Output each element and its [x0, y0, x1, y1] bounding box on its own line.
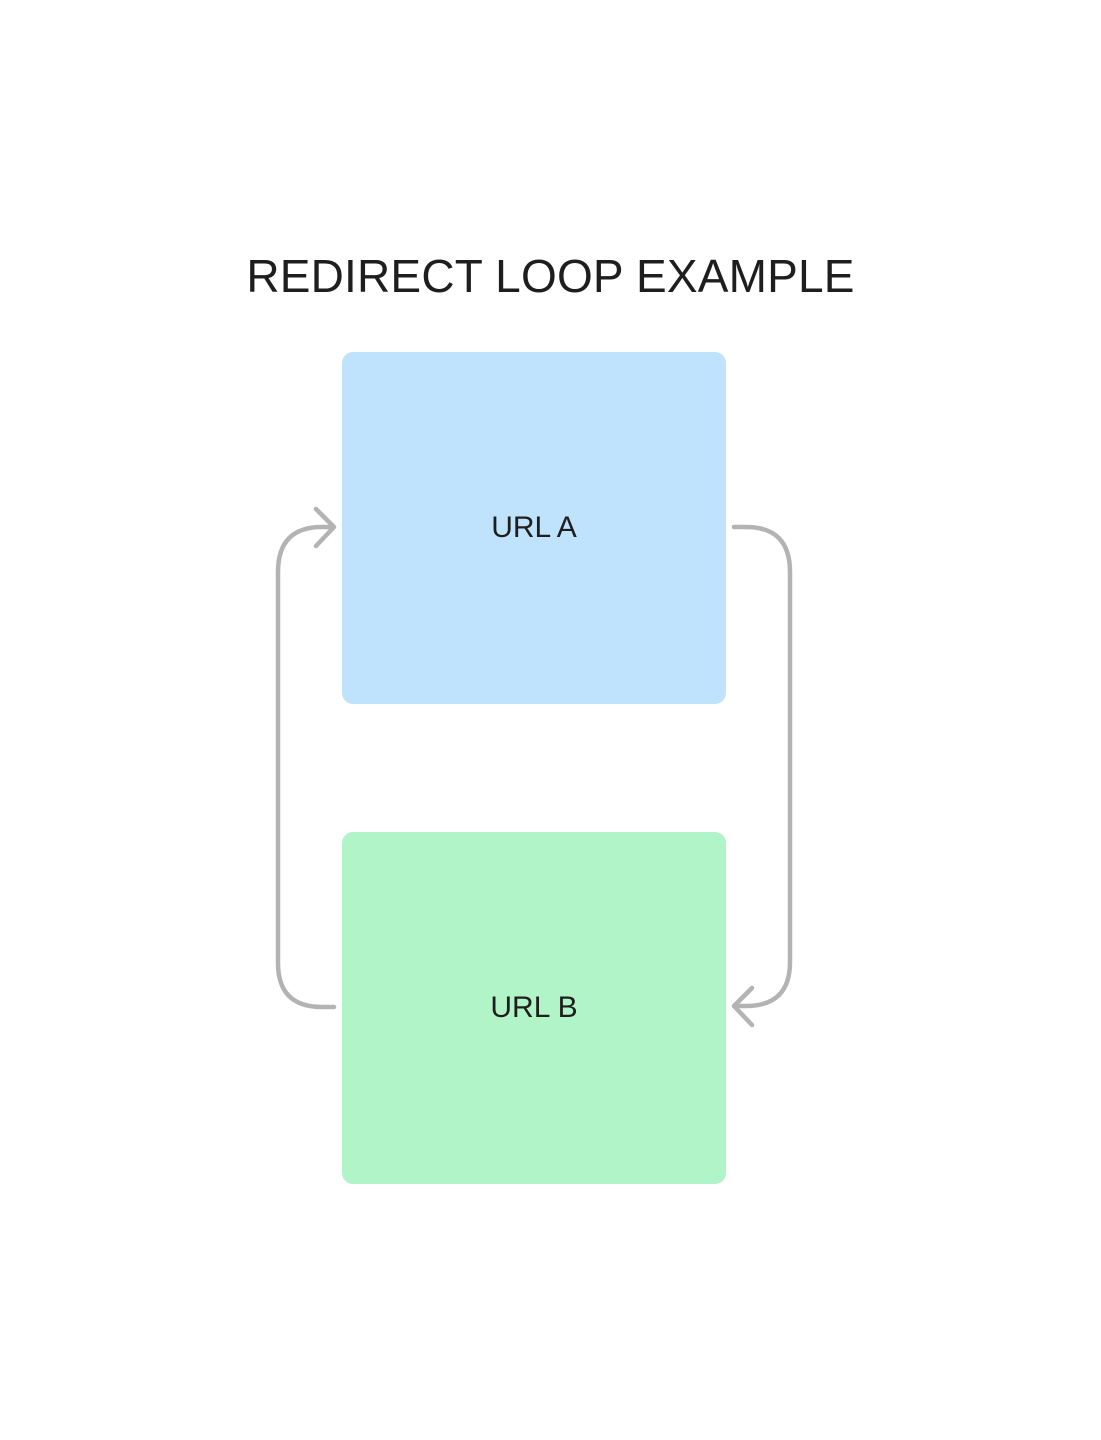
node-url-b: URL B: [342, 832, 726, 1184]
node-label-url-b: URL B: [490, 991, 578, 1024]
node-label-url-a: URL A: [491, 511, 577, 544]
node-url-a: URL A: [342, 352, 726, 704]
arrow-url-b-to-url-a: [275, 506, 337, 1010]
diagram-title: REDIRECT LOOP EXAMPLE: [246, 250, 855, 302]
arrow-url-a-to-url-b: [731, 524, 793, 1028]
